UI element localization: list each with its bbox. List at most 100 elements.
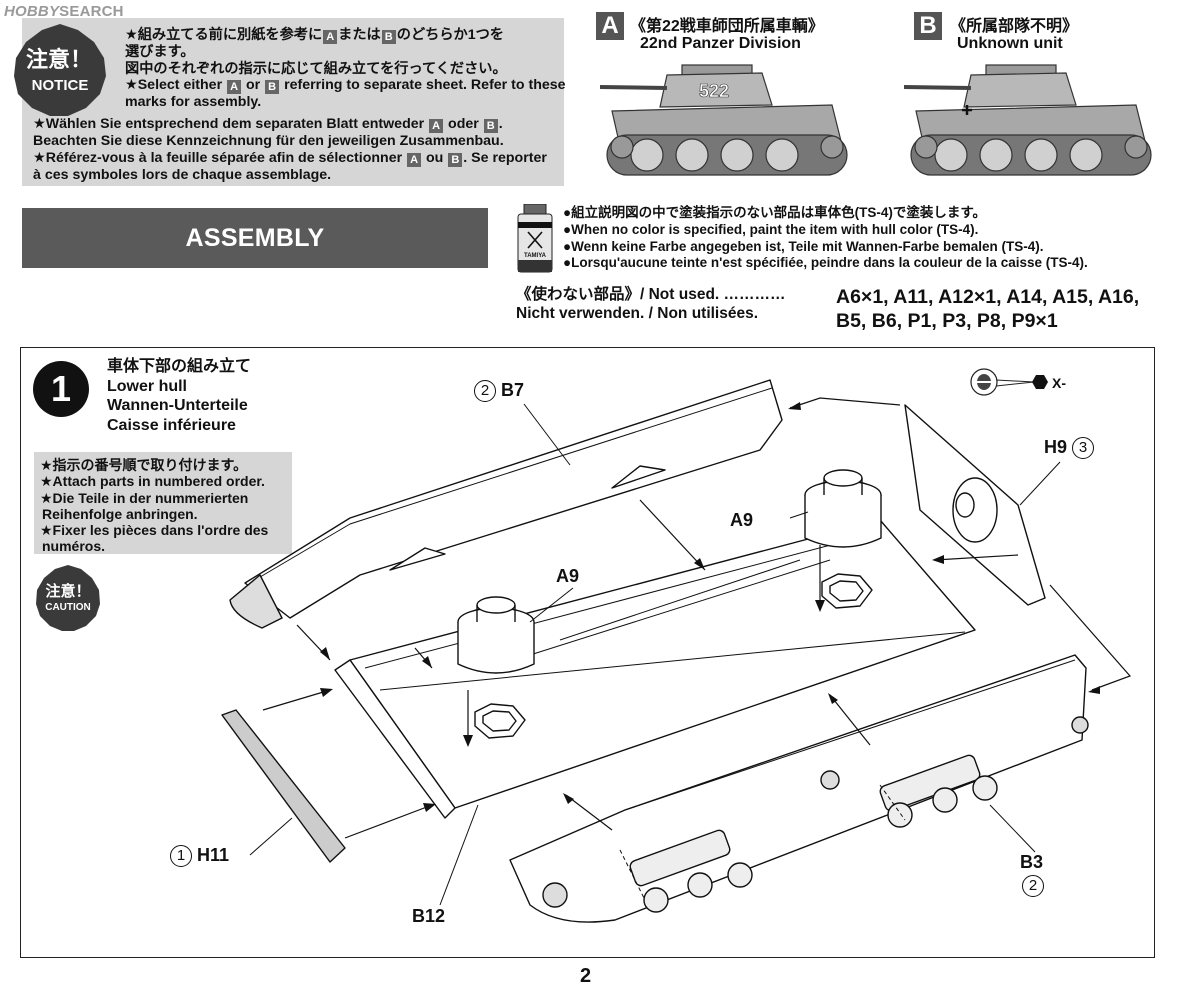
notice-text-span: のどちらか1つを — [396, 27, 504, 43]
not-used-parts: A6×1, A11, A12×1, A14, A15, A16, B5, B6,… — [836, 285, 1176, 333]
label-b7-text: B7 — [501, 380, 525, 400]
order-line: ★Attach parts in numbered order. — [40, 473, 265, 490]
paint-line-ja: ●組立説明図の中で塗装指示のない部品は車体色(TS-4)で塗装します。 — [563, 205, 987, 220]
notice-text-span: ou — [422, 149, 448, 166]
label-a9-right: A9 — [730, 510, 754, 530]
notice-text-span: ★Référez-vous à la feuille séparée afin … — [33, 149, 407, 166]
variant-marker: A — [323, 30, 338, 44]
notice-line: 選びます。 — [125, 44, 565, 61]
order-line: ★指示の番号順で取り付けます。 — [40, 457, 248, 473]
notice-text-span: referring to separate sheet. Refer to th… — [280, 77, 566, 94]
spray-can-brand: TAMIYA — [524, 253, 547, 259]
variant-a-tank: 522 — [599, 64, 848, 176]
variant-marker: B — [483, 119, 498, 133]
part-h11 — [221, 709, 346, 863]
step-title: 車体下部の組み立て Lower hull Wannen-Unterteile C… — [107, 357, 251, 435]
caution-badge-octagon — [36, 565, 100, 631]
not-used-label-line2: Nicht verwenden. / Non utilisées. — [516, 305, 759, 322]
notice-text-span: marks for assembly. — [125, 94, 262, 111]
paint-callout-x7: X-7 — [970, 368, 1066, 396]
suspension-bogie — [629, 754, 998, 913]
order-note-panel — [34, 452, 292, 554]
spray-can-icon: TAMIYA — [517, 204, 553, 273]
watermark: HOBBYSEARCH — [4, 3, 124, 20]
variant-marker: A — [407, 152, 422, 167]
notice-text-span: ★Select either — [125, 77, 227, 94]
step-title-ja: 車体下部の組み立て — [107, 358, 252, 375]
label-h11-text: H11 — [197, 845, 230, 865]
variant-marker: A — [227, 80, 242, 95]
step-number: 1 — [33, 361, 89, 417]
step-title-fr: Caisse inférieure — [107, 416, 236, 434]
notice-text-bottom: ★Wählen Sie entsprechend dem separaten B… — [33, 116, 563, 183]
paint-instructions: ●組立説明図の中で塗装指示のない部品は車体色(TS-4)で塗装します。 ●Whe… — [563, 205, 1183, 272]
label-h11: 1 H11 — [170, 845, 229, 867]
label-b7: 2 B7 — [474, 380, 524, 402]
notice-text-span: 図中のそれぞれの指示に応じて組み立てを行ってください。 — [125, 60, 507, 77]
label-b3-text: B3 — [1020, 852, 1044, 872]
paint-callout-label: X-7 — [1052, 375, 1066, 391]
notice-badge-octagon — [14, 24, 106, 116]
part-a9-left — [457, 596, 535, 739]
label-b12: B12 — [412, 906, 446, 926]
notice-text-span: 選びます。 — [125, 44, 195, 60]
notice-line: ★Référez-vous à la feuille séparée afin … — [33, 150, 563, 167]
caution-badge-en: CAUTION — [45, 602, 91, 613]
step-title-de: Wannen-Unterteile — [107, 397, 248, 414]
paint-line-en: ●When no color is specified, paint the i… — [563, 221, 979, 237]
notice-badge: 注意！ NOTICE — [14, 24, 106, 116]
not-used-parts-line2: B5, B6, P1, P3, P8, P9×1 — [836, 310, 1058, 332]
b7-bracket — [611, 465, 666, 489]
variant-a-title-ja: 《第22戦車師団所属車輌》 — [630, 18, 824, 35]
notice-text-span: または — [338, 27, 381, 43]
label-b3: B3 2 — [1020, 852, 1044, 897]
label-h9-text: H9 — [1044, 437, 1068, 457]
notice-panel — [22, 18, 564, 186]
order-line: ★Fixer les pièces dans l'ordre des — [40, 522, 269, 539]
step-order-h11: 1 — [170, 845, 192, 867]
step-title-en: Lower hull — [107, 377, 187, 395]
part-b12 — [334, 659, 456, 819]
order-line: ★Die Teile in der nummerierten — [40, 489, 249, 506]
paint-line-fr: ●Lorsqu'aucune teinte n'est spécifiée, p… — [563, 255, 1088, 271]
notice-badge-ja: 注意！ — [26, 47, 92, 72]
step-1-frame — [20, 347, 1155, 958]
variant-b-title-en: Unknown unit — [957, 35, 1063, 52]
watermark-hobby: HOBBY — [4, 3, 60, 20]
notice-text-span: ★組み立てる前に別紙を参考に — [125, 27, 323, 43]
notice-line: 図中のそれぞれの指示に応じて組み立てを行ってください。 — [125, 61, 565, 78]
variant-marker: B — [448, 152, 463, 167]
notice-text-span: à ces symboles lors de chaque assemblage… — [33, 166, 332, 183]
variant-marker: B — [381, 30, 396, 44]
part-b7 — [244, 379, 783, 619]
balkenkreuz-icon — [962, 105, 972, 115]
notice-text-span: ★Wählen Sie entsprechend dem separaten B… — [33, 116, 429, 132]
order-note: ★指示の番号順で取り付けます。 ★Attach parts in numbere… — [40, 457, 290, 555]
caution-badge: 注意！ CAUTION — [36, 565, 100, 631]
label-a9-left: A9 — [556, 566, 580, 586]
notice-line: Beachten Sie diese Kennzeichnung für den… — [33, 133, 563, 150]
variant-a-turret-number: 522 — [699, 81, 729, 101]
order-line: Reihenfolge anbringen. — [42, 505, 198, 522]
step-order-b7: 2 — [474, 380, 496, 402]
not-used-parts-line1: A6×1, A11, A12×1, A14, A15, A16, — [836, 286, 1140, 308]
step-order-h9: 3 — [1072, 437, 1095, 459]
notice-line: ★Select either A or B referring to separ… — [125, 77, 566, 95]
not-used-label: 《使わない部品》/ Not used. ………… Nicht verwenden… — [516, 285, 836, 323]
notice-line: à ces symboles lors de chaque assemblage… — [33, 167, 563, 184]
notice-text-span: . — [498, 116, 503, 132]
assembly-heading: ASSEMBLY — [22, 208, 488, 268]
page-number: 2 — [580, 965, 592, 987]
hex-paint-icon — [1032, 375, 1048, 389]
not-used-label-line1: 《使わない部品》/ Not used. ………… — [516, 286, 786, 303]
caution-badge-ja: 注意！ — [45, 582, 90, 600]
paint-line-de: ●Wenn keine Farbe angegeben ist, Teile m… — [563, 238, 1044, 254]
variant-b-tank — [903, 64, 1152, 176]
notice-line: marks for assembly. — [125, 94, 565, 111]
order-line: numéros. — [42, 538, 106, 555]
label-h9: H9 3 — [1044, 437, 1095, 459]
notice-text-span: . Se reporter — [463, 149, 547, 166]
